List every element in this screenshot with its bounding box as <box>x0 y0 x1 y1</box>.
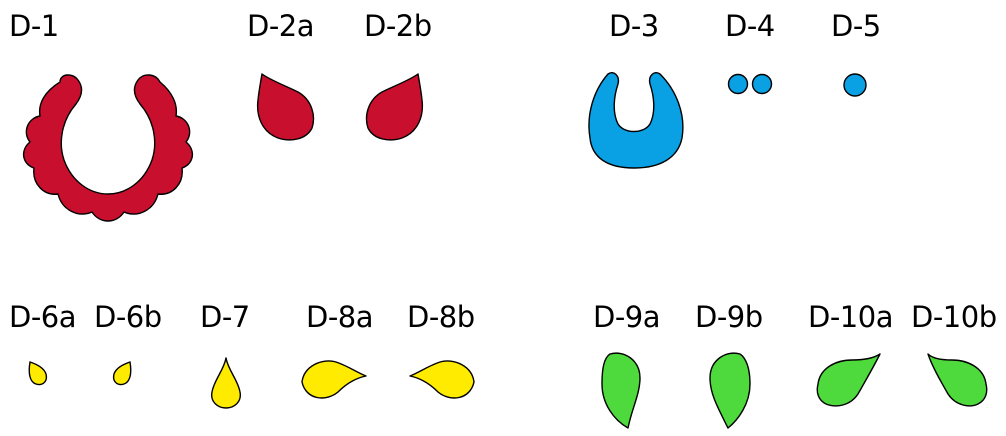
label-d6b: D-6b <box>94 300 162 334</box>
label-d2b: D-2b <box>364 9 432 43</box>
piece-d3-shape <box>588 72 684 169</box>
piece-d8b-shape <box>409 360 475 399</box>
piece-d10b-shape <box>927 353 988 407</box>
piece-d2a-shape <box>256 73 315 141</box>
label-d8b: D-8b <box>407 300 475 334</box>
piece-d6b-shape <box>112 361 132 386</box>
label-d7: D-7 <box>200 300 250 334</box>
piece-d2b-shape <box>365 73 424 141</box>
piece-d5-shape <box>843 73 867 97</box>
label-d4: D-4 <box>725 9 775 43</box>
label-d8a: D-8a <box>306 300 374 334</box>
label-d1: D-1 <box>9 9 59 43</box>
label-d5: D-5 <box>831 9 881 43</box>
piece-d4-circle-left <box>727 73 749 95</box>
piece-d9b-shape <box>709 352 751 429</box>
label-d10b: D-10b <box>911 300 997 334</box>
label-d9b: D-9b <box>695 300 763 334</box>
piece-d9a-shape <box>601 352 641 429</box>
piece-d6a-shape <box>28 361 48 386</box>
piece-d4-circle-right <box>751 73 773 95</box>
label-d6a: D-6a <box>9 300 77 334</box>
piece-d7-shape <box>211 357 241 409</box>
label-d2a: D-2a <box>247 9 315 43</box>
piece-d1-shape <box>23 74 193 222</box>
piece-d8a-shape <box>301 360 367 399</box>
label-d9a: D-9a <box>593 300 661 334</box>
label-d10a: D-10a <box>808 300 893 334</box>
label-d3: D-3 <box>609 9 659 43</box>
piece-d10a-shape <box>816 353 881 407</box>
